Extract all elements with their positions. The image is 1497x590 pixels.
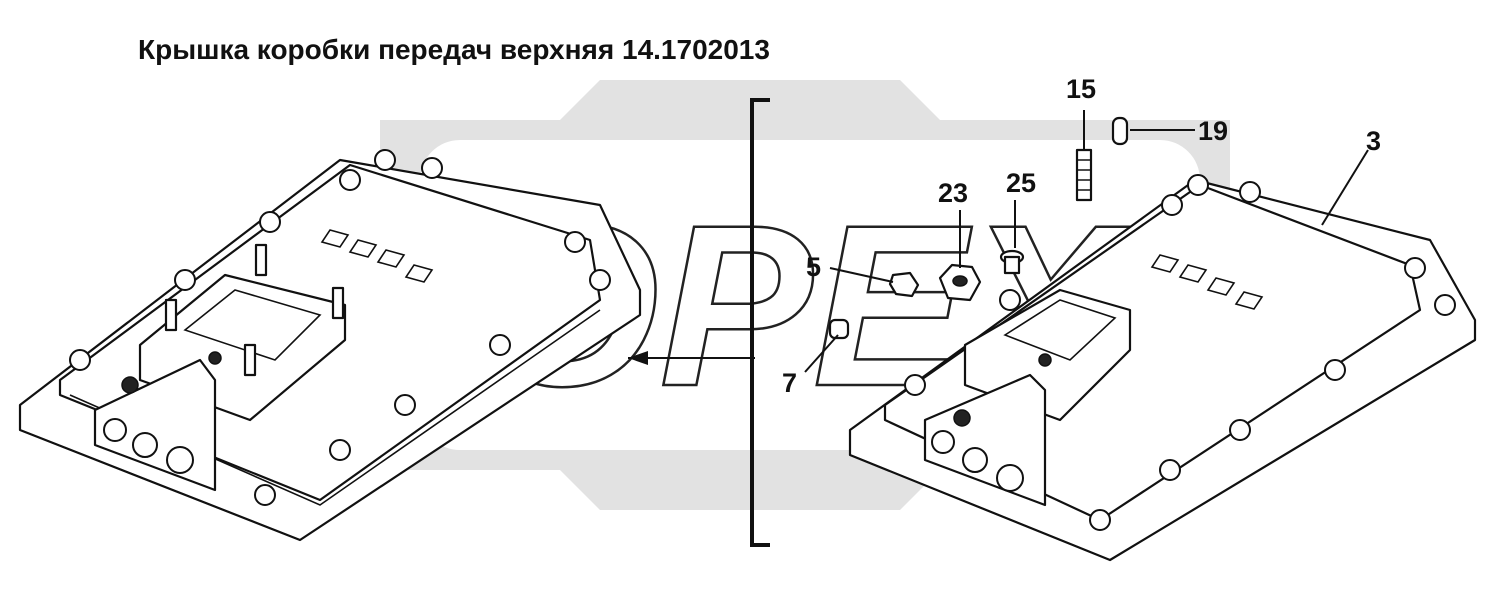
part-5-plug: [888, 271, 920, 298]
page-title: Крышка коробки передач верхняя 14.170201…: [138, 34, 770, 65]
part-23-nut: [938, 263, 982, 302]
parts-bracket: [750, 98, 770, 547]
cover-part-3: [848, 174, 1477, 562]
part-19-pin: [1111, 116, 1129, 146]
callout-15: 15: [1066, 74, 1096, 104]
callout-3: 3: [1366, 126, 1381, 156]
part-7-bushing: [828, 318, 850, 340]
cover-assembly-left: [18, 149, 642, 542]
callout-23: 23: [938, 178, 968, 208]
callout-25: 25: [1006, 168, 1036, 198]
part-25-bolt: [999, 249, 1025, 275]
part-15-stud: [1075, 148, 1093, 202]
callout-5: 5: [806, 252, 821, 282]
callout-19: 19: [1198, 116, 1228, 146]
callout-7: 7: [782, 368, 797, 398]
